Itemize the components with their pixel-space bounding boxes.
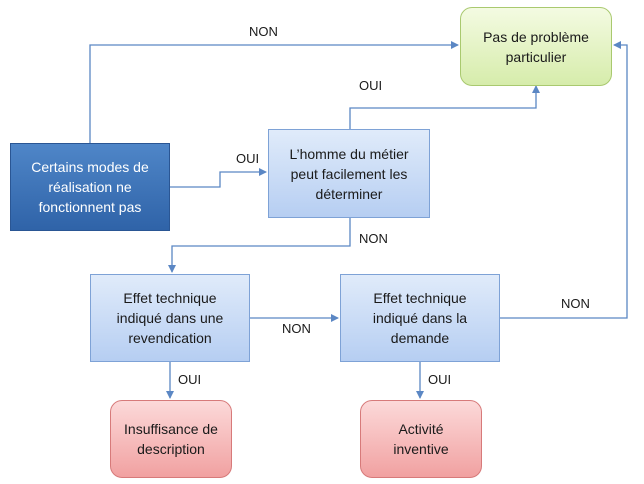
connector-start-to-homme-oui bbox=[170, 168, 267, 188]
label-homme-to-effet-rev-non: NON bbox=[359, 231, 388, 246]
label-effet-dem-to-pas-non: NON bbox=[561, 296, 590, 311]
node-effet-revendication: Effet technique indiqué dans une revendi… bbox=[90, 274, 250, 362]
node-effet-demande: Effet technique indiqué dans la demande bbox=[340, 274, 500, 362]
connector-homme-to-effet-rev-non bbox=[168, 218, 351, 273]
node-certains-modes: Certains modes de réalisation ne fonctio… bbox=[10, 143, 170, 231]
connector-effet-dem-to-pas-non bbox=[500, 41, 628, 319]
label-start-to-homme-oui: OUI bbox=[236, 151, 260, 166]
connector-start-to-pas-non bbox=[89, 41, 459, 143]
label-effet-rev-to-effet-dem-non: NON bbox=[282, 321, 311, 336]
node-pas-de-probleme: Pas de problème particulier bbox=[460, 7, 612, 86]
connector-homme-to-pas-oui bbox=[349, 85, 540, 129]
label-homme-to-pas-oui: OUI bbox=[359, 78, 383, 93]
label-effet-rev-to-insuffisance-oui: OUI bbox=[178, 372, 202, 387]
node-insuffisance-description: Insuffisance de description bbox=[110, 400, 232, 478]
label-start-to-pas-non: NON bbox=[249, 24, 278, 39]
node-homme-du-metier: L’homme du métier peut facilement les dé… bbox=[268, 129, 430, 218]
node-activite-inventive: Activité inventive bbox=[360, 400, 482, 478]
label-effet-dem-to-activite-oui: OUI bbox=[428, 372, 452, 387]
